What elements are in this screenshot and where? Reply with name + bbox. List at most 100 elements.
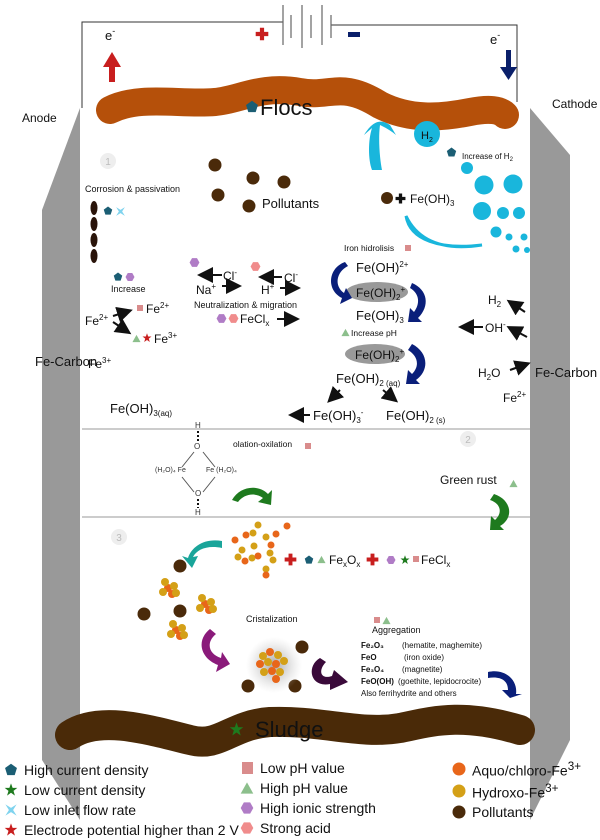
legend-item: Strong acid — [240, 820, 331, 836]
circle-icon — [452, 784, 466, 798]
svg-text:1: 1 — [105, 157, 111, 168]
reaction-arrow — [380, 386, 399, 403]
legend-label: Low pH value — [260, 760, 345, 776]
svg-text:Fe (H₂O)₄: Fe (H₂O)₄ — [206, 467, 237, 474]
high-ph-icon — [132, 334, 141, 343]
neutralization-label: Neutralization & migration — [194, 300, 297, 310]
low-inlet-flow-icon — [116, 207, 125, 216]
feoh3-aq-species: Fe(OH)3(aq) — [110, 401, 172, 418]
na-ion: Na+ — [196, 282, 216, 297]
reaction-arrow — [506, 326, 528, 341]
high-ph-icon — [341, 328, 350, 337]
legend-label: Electrode potential higher than 2 V — [24, 822, 239, 838]
legend-item: Low current density — [4, 782, 145, 798]
reaction-arrow — [506, 299, 526, 316]
high-current-density-icon — [103, 206, 113, 215]
feoh3-pollutant-species: Fe(OH)3 — [410, 192, 455, 208]
blue-arrow-icon — [488, 671, 522, 698]
legend-label: Low current density — [24, 782, 146, 798]
purple-arrow-icon — [201, 629, 230, 672]
zone-badge: 2 — [460, 431, 476, 447]
zone-badge: 1 — [100, 153, 116, 169]
cathode-fe2: Fe2+ — [503, 390, 526, 405]
feoh2-plus-species: Fe(OH)2+ — [356, 285, 405, 302]
aggregation-label: Aggregation — [372, 625, 421, 635]
svg-text:O: O — [194, 442, 200, 451]
high-current-density-icon — [446, 147, 457, 157]
cristalization-label: Cristalization — [246, 614, 298, 624]
fe2-species: Fe2+ — [85, 313, 108, 328]
svg-text:Fe₃O₄: Fe₃O₄ — [361, 665, 384, 674]
legend-label: Low inlet flow rate — [24, 802, 137, 818]
svg-text:3: 3 — [116, 533, 122, 544]
strong-acid-icon — [250, 262, 261, 271]
h2-upward-arrow-icon — [364, 121, 396, 170]
pollutants-label: Pollutants — [262, 196, 320, 211]
fe3-particle-cloud — [231, 521, 291, 579]
low-ph-icon — [405, 245, 411, 251]
h-ion: H+ — [261, 282, 275, 297]
hexagon-icon — [240, 802, 254, 814]
high-ph-icon — [382, 616, 391, 625]
electron-left-label: e- — [105, 26, 115, 43]
teal-arrow-icon — [182, 540, 222, 568]
svg-text:Also ferrihydrite and others: Also ferrihydrite and others — [361, 689, 457, 698]
feoh2-plus-species: Fe(OH)2+ — [355, 347, 404, 364]
plus-icon — [284, 553, 297, 566]
legend-label: High pH value — [260, 780, 348, 796]
h2-flow-arrow-icon — [404, 215, 483, 249]
fe3-species: Fe3+ — [88, 356, 111, 371]
square-icon — [242, 762, 253, 774]
increase-ph-label: Increase pH — [351, 328, 397, 338]
hexagon-icon — [240, 822, 254, 834]
fe2-product: Fe2+ — [146, 301, 169, 316]
feoh2-s-species: Fe(OH)2 (s) — [386, 408, 446, 425]
low-ph-icon — [413, 556, 419, 562]
svg-text:(hematite, maghemite): (hematite, maghemite) — [402, 641, 482, 650]
feoh2-aq-species: Fe(OH)2 (aq) — [336, 371, 401, 388]
cathode-h2: H2 — [488, 293, 502, 309]
feoh-2plus-species: Fe(OH)2+ — [356, 260, 409, 275]
high-ionic-strength-icon — [189, 258, 200, 267]
fecl-species: FeClx — [240, 312, 269, 328]
svg-text:Fe₂O₃: Fe₂O₃ — [361, 641, 384, 650]
cl-ion: Cl- — [284, 270, 298, 285]
svg-text:FeO: FeO — [361, 653, 377, 662]
olation-label: olation-oxilation — [233, 439, 292, 449]
high-ph-icon — [317, 555, 326, 564]
legend-item: Electrode potential higher than 2 V — [4, 822, 239, 838]
oxide-list: Fe₂O₃(hematite, maghemite) FeO(iron oxid… — [361, 641, 482, 698]
sludge-label: Sludge — [255, 717, 324, 742]
flocs-label: Flocs — [260, 95, 313, 120]
cathode-material-label: Fe-Carbon — [535, 365, 597, 380]
svg-text:H: H — [195, 421, 201, 430]
cathode-h2o: H2O — [478, 366, 500, 382]
high-ph-icon — [509, 479, 518, 488]
electrode-potential-icon — [142, 333, 152, 342]
svg-text:FeO(OH): FeO(OH) — [361, 677, 394, 686]
plus-terminal-icon — [255, 27, 269, 41]
corrosion-label: Corrosion & passivation — [85, 184, 180, 194]
strong-acid-icon — [228, 314, 239, 323]
plus-icon — [395, 193, 406, 204]
low-ph-icon — [305, 443, 311, 449]
legend-label: Pollutants — [472, 804, 534, 820]
h2-bubbles — [414, 121, 530, 253]
reaction-arrow — [327, 385, 345, 403]
svg-text:O: O — [195, 489, 201, 498]
hydrolysis-arrow-icon — [331, 262, 426, 384]
low-ph-icon — [374, 617, 380, 623]
plus-icon — [366, 553, 379, 566]
electron-right-label: e- — [490, 30, 500, 47]
svg-text:2: 2 — [465, 435, 471, 446]
sludge-band — [55, 704, 535, 757]
anode-label: Anode — [22, 111, 57, 125]
svg-text:(H₂O)₄ Fe: (H₂O)₄ Fe — [155, 467, 186, 474]
minus-terminal-icon — [348, 32, 360, 37]
fexox-species: FexOx — [329, 553, 360, 569]
cl-ion: Cl- — [223, 268, 237, 283]
green-rust-arrow-icon — [490, 494, 510, 530]
pollutant-particles — [208, 158, 291, 213]
crystal-aggregate — [256, 648, 288, 683]
